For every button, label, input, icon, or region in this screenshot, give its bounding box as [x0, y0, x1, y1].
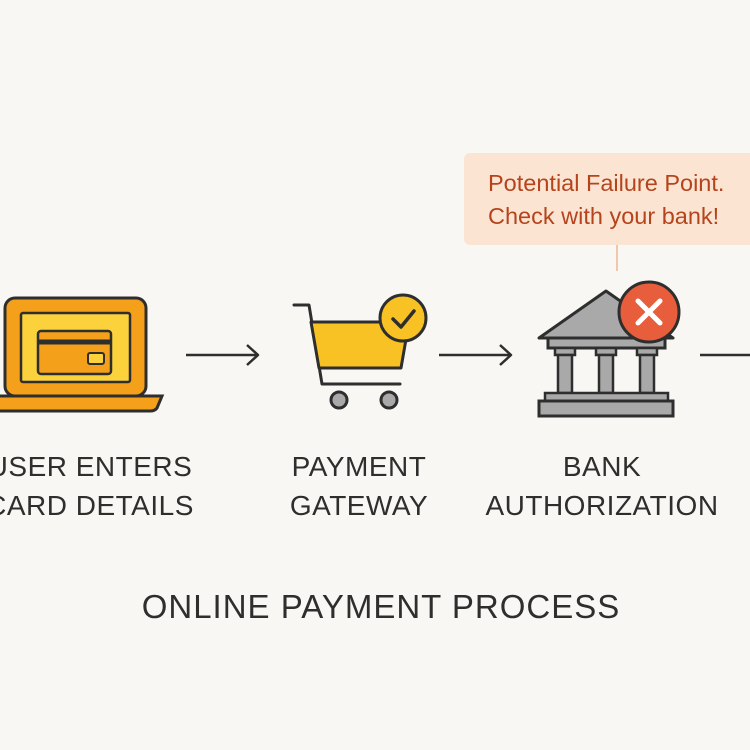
- step-label-line: BANK: [562, 451, 642, 482]
- shopping-cart-check-icon: [292, 293, 428, 410]
- bank-error-icon: [537, 280, 681, 418]
- step-label-payment-gateway: PAYMENT GATEWAY: [229, 447, 489, 525]
- callout-text: Potential Failure Point. Check with your…: [488, 167, 750, 233]
- step-label-line: PAYMENT: [291, 451, 427, 482]
- step-label-line: AUTHORIZATION: [485, 490, 719, 521]
- step-label-line: GATEWAY: [289, 490, 429, 521]
- arrow-right-icon: [186, 344, 260, 366]
- laptop-credit-card-icon: [0, 296, 165, 413]
- callout-pointer: [616, 245, 618, 271]
- callout-line-1: Potential Failure Point.: [488, 170, 725, 196]
- step-label-line: USER ENTERS: [0, 451, 193, 482]
- failure-callout: Potential Failure Point. Check with your…: [464, 153, 750, 245]
- step-label-bank-authorization: BANK AUTHORIZATION: [472, 447, 732, 525]
- step-label-user-enters-card-details: USER ENTERS CARD DETAILS: [0, 447, 220, 525]
- callout-line-2: Check with your bank!: [488, 203, 720, 229]
- diagram-title: ONLINE PAYMENT PROCESS: [141, 588, 621, 625]
- step-label-line: CARD DETAILS: [0, 490, 194, 521]
- arrow-right-icon: [439, 344, 513, 366]
